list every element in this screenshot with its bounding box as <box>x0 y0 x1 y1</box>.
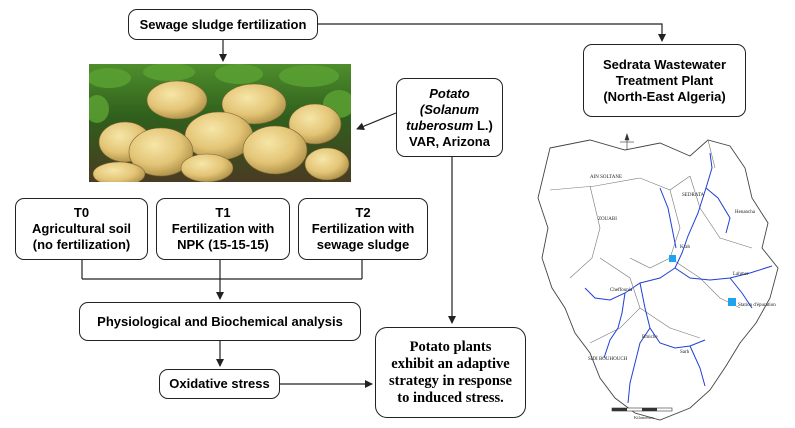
t0-line-1: T0 <box>73 205 90 220</box>
t0-line-2: Agricultural soil <box>32 221 131 236</box>
result-box: Potato plants exhibit an adaptive strate… <box>375 327 526 418</box>
result-line-2: exhibit an adaptive <box>391 355 510 372</box>
sewage-sludge-label: Sewage sludge fertilization <box>139 16 307 32</box>
scale-label: Kilometres <box>634 415 654 420</box>
map-label-zouabi: ZOUABI <box>598 217 617 222</box>
map-label-sarh: Sarh <box>680 350 690 355</box>
oxidative-stress-box: Oxidative stress <box>159 369 280 399</box>
potato-plain-3: L.) <box>473 117 493 133</box>
map-label-rmiche: Rmiche <box>642 335 658 340</box>
map-basin-outline <box>537 139 779 421</box>
sedrata-map: AIN SOLTANE SEDRATA ZOUABI Henancha Krab… <box>537 133 779 421</box>
t1-line-1: T1 <box>215 205 231 220</box>
t1-line-2: Fertilization with <box>171 221 275 236</box>
map-label-cheffounia: Cheffounia <box>610 288 633 293</box>
result-line-3: strategy in response <box>389 372 512 389</box>
plant-line-2: Treatment Plant <box>615 72 714 88</box>
treatment-t1-box: T1 Fertilization with NPK (15-15-15) <box>156 198 290 260</box>
station-legend-marker <box>728 298 736 306</box>
potato-line-3: tuberosum L.) <box>406 118 493 134</box>
scale-bar: Kilometres <box>611 407 673 420</box>
t0-line-3: (no fertilization) <box>32 237 131 252</box>
treatment-t2-box: T2 Fertilization with sewage sludge <box>298 198 428 260</box>
arrow-top-to-plant <box>318 23 666 42</box>
map-label-henancha: Henancha <box>735 210 756 215</box>
map-label-ain-soltane: AIN SOLTANE <box>590 175 622 180</box>
map-label-sidi-bouhouch: SIDI BOUHOUCH <box>588 357 628 362</box>
potato-italic-1: Potato <box>429 85 470 101</box>
plant-line-1: Sedrata Wastewater <box>602 56 727 72</box>
station-marker-map <box>669 255 676 262</box>
plant-line-3: (North-East Algeria) <box>603 88 726 104</box>
map-label-krab: Krab <box>680 245 690 250</box>
map-label-sedrata: SEDRATA <box>682 193 704 198</box>
potato-italic-2: (Solanum <box>419 101 480 117</box>
map-label-station: Station d'épuration <box>738 303 776 308</box>
map-label-lahmer: Lahmer <box>733 272 749 277</box>
physio-biochem-box: Physiological and Biochemical analysis <box>79 302 361 341</box>
treatment-t0-box: T0 Agricultural soil (no fertilization) <box>15 198 148 260</box>
potato-italic-3: tuberosum <box>406 117 474 133</box>
potato-line-1: Potato <box>429 86 469 102</box>
t2-line-3: sewage sludge <box>316 237 410 252</box>
compass-icon <box>620 133 634 150</box>
t2-line-1: T2 <box>355 205 371 220</box>
t1-line-3: NPK (15-15-15) <box>177 237 269 252</box>
oxidative-label: Oxidative stress <box>169 376 270 391</box>
result-line-1: Potato plants <box>409 338 492 355</box>
t2-line-2: Fertilization with <box>311 221 415 236</box>
treatment-plant-box: Sedrata Wastewater Treatment Plant (Nort… <box>583 44 746 117</box>
physio-label: Physiological and Biochemical analysis <box>97 313 343 329</box>
potato-variety-box: Potato (Solanum tuberosum L.) VAR, Arizo… <box>396 78 503 157</box>
potato-photo <box>89 64 351 182</box>
result-line-4: to induced stress. <box>397 389 504 406</box>
potato-line-2: (Solanum <box>420 102 479 118</box>
arrow-potato-to-photo <box>356 112 397 131</box>
sewage-sludge-box: Sewage sludge fertilization <box>128 9 318 40</box>
potato-line-4: VAR, Arizona <box>409 133 490 149</box>
